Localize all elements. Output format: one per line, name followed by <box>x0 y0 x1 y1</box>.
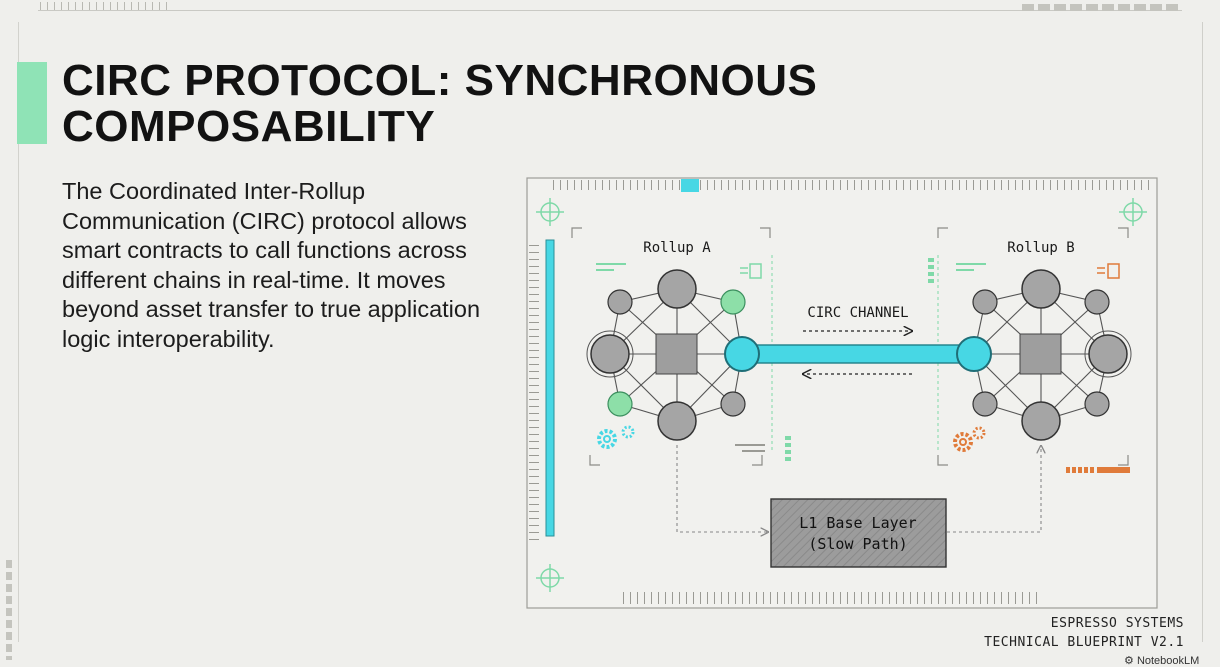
title-accent-bar <box>17 62 47 144</box>
frame-left-line <box>18 22 19 642</box>
rollup-b-label: Rollup B <box>1007 240 1074 256</box>
list-icon <box>596 263 986 271</box>
frame-top-line <box>38 10 1182 11</box>
node-highlight <box>607 391 633 417</box>
ruler-ticks-bottom-left <box>6 560 12 660</box>
rollup-b-network <box>972 269 1132 441</box>
rollup-a-label: Rollup A <box>643 240 711 256</box>
ruler-top-cyan-marker <box>681 179 699 192</box>
node <box>586 330 634 378</box>
footer-version: TECHNICAL BLUEPRINT V2.1 <box>984 635 1184 650</box>
footer-company: ESPRESSO SYSTEMS <box>1050 616 1184 631</box>
slow-path-connector-b <box>947 446 1041 533</box>
node <box>607 289 633 315</box>
node <box>1021 401 1061 441</box>
slow-path-connector-a <box>676 445 768 532</box>
ruler-ticks-top-right <box>1022 4 1182 11</box>
slide-title: CIRC PROTOCOL: SYNCHRONOUS COMPOSABILITY <box>62 56 818 151</box>
gear-icon <box>953 426 986 452</box>
l1-slow-path-label: (Slow Path) <box>808 535 907 553</box>
node <box>657 401 697 441</box>
circ-channel-label: CIRC CHANNEL <box>807 305 908 321</box>
node <box>972 289 998 315</box>
ruler-ticks-top-left <box>40 2 170 10</box>
channel-endpoint-b <box>956 336 992 372</box>
node <box>1021 269 1061 309</box>
node <box>1084 330 1132 378</box>
ruler-top <box>550 180 1150 190</box>
ruler-left <box>529 240 539 540</box>
notebooklm-watermark: ⚙ NotebookLM <box>1124 654 1199 667</box>
crosshair-icon <box>536 198 564 226</box>
document-icon <box>1097 263 1120 279</box>
l1-base-layer-box <box>770 498 947 568</box>
node <box>590 334 630 374</box>
l1-base-layer-label: L1 Base Layer <box>799 514 916 532</box>
node <box>1088 334 1128 374</box>
node <box>1084 289 1110 315</box>
document-icon <box>740 263 762 279</box>
node <box>720 391 746 417</box>
circ-channel-bar <box>741 344 975 364</box>
notebook-logo-icon: ⚙ <box>1124 655 1134 667</box>
level-bars <box>785 258 934 461</box>
gear-icon <box>597 425 635 449</box>
frame-right-line <box>1202 22 1203 642</box>
channel-endpoint-a <box>724 336 760 372</box>
watermark-text: NotebookLM <box>1136 655 1200 667</box>
rollup-a-network <box>586 269 746 441</box>
rollup-b-core <box>1019 333 1062 375</box>
crosshair-icon <box>536 564 564 592</box>
node <box>657 269 697 309</box>
node-highlight <box>720 289 746 315</box>
crosshair-icon <box>1119 198 1147 226</box>
corner-brackets <box>571 227 1129 466</box>
node <box>972 391 998 417</box>
list-icon <box>735 444 765 452</box>
vertical-cyan-bar <box>545 239 555 537</box>
node <box>1084 391 1110 417</box>
rollup-a-core <box>655 333 698 375</box>
slide-description: The Coordinated Inter-Rollup Communicati… <box>62 178 481 352</box>
orange-level-bars <box>1066 467 1130 473</box>
ruler-bottom <box>618 592 1038 604</box>
